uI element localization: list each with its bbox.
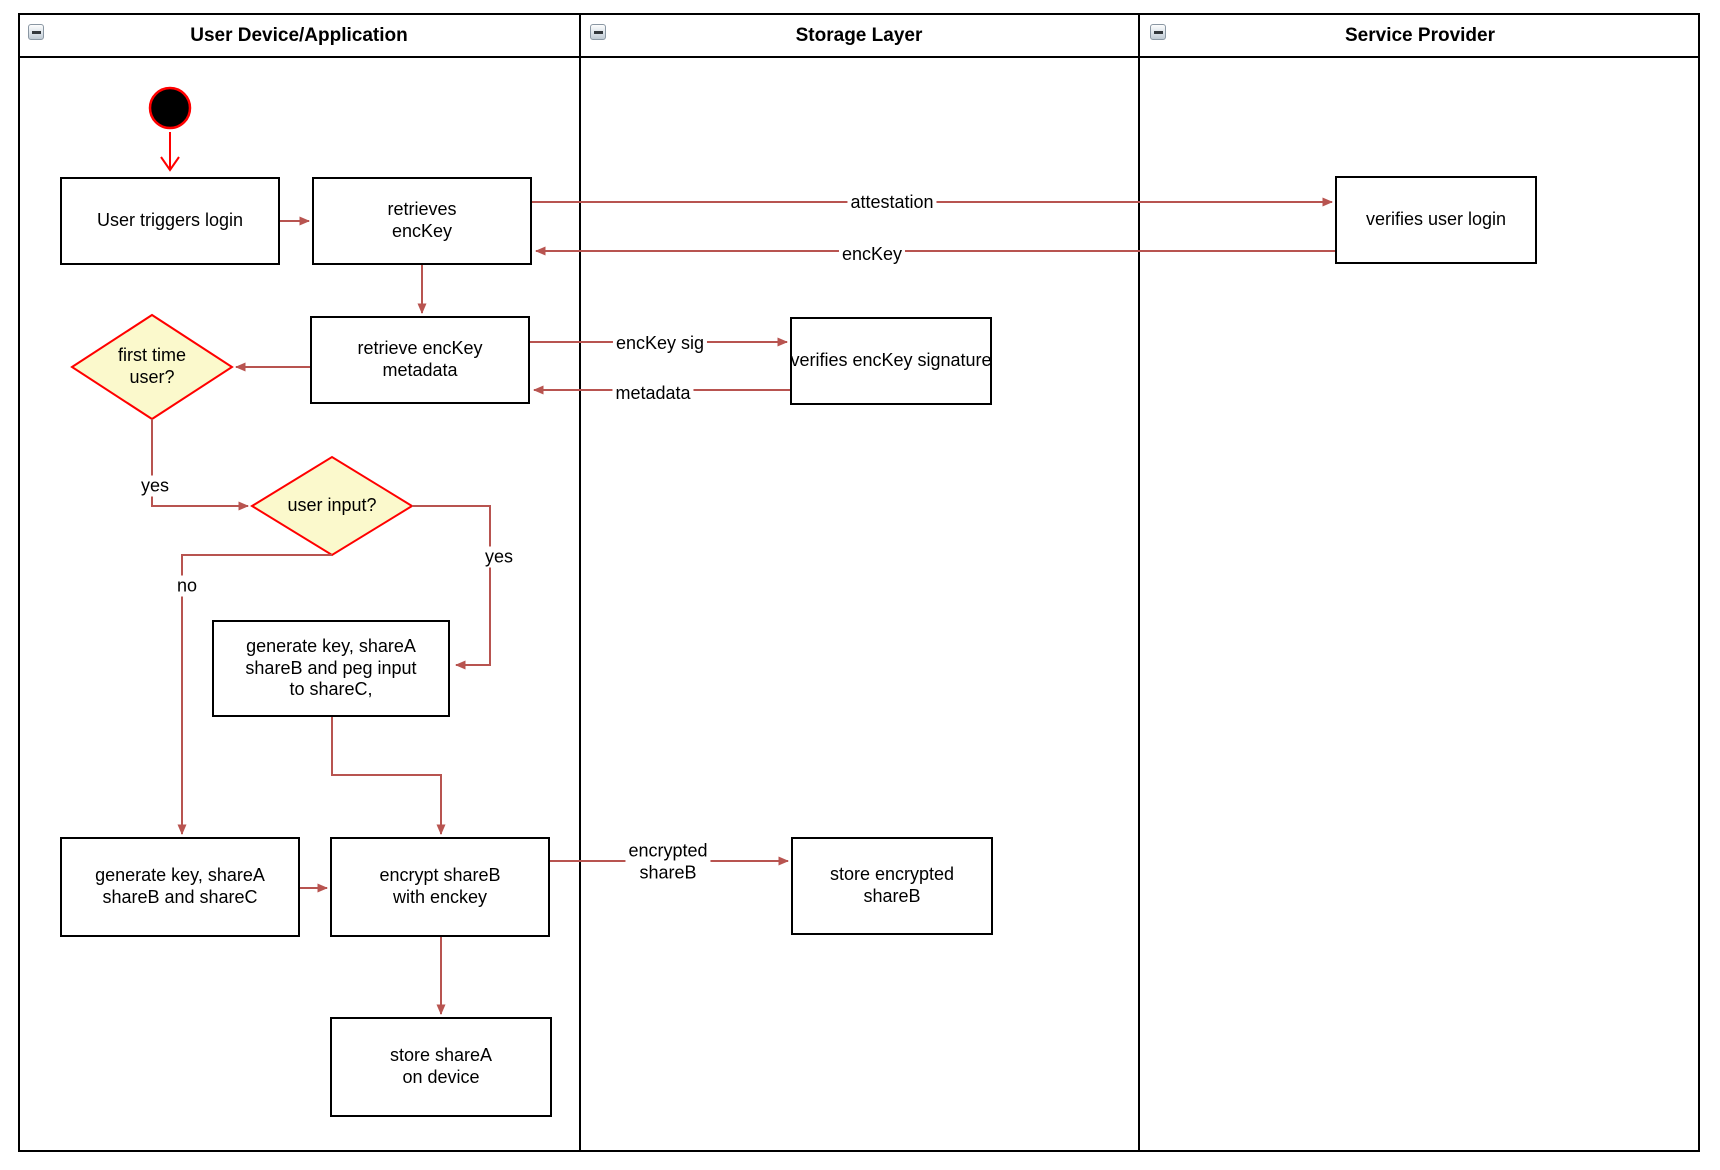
edge-label-enckey-sig[interactable]: encKey sig xyxy=(612,333,708,355)
edge-label-encrypted-shareb[interactable]: encrypted shareB xyxy=(625,840,711,884)
node-store-sharea[interactable]: store shareA on device xyxy=(330,1017,552,1117)
node-verifies-enckey-signature[interactable]: verifies encKey signature xyxy=(790,317,992,405)
lane-divider-1 xyxy=(579,13,581,1152)
decision-label-user-input[interactable]: user input? xyxy=(287,495,377,516)
lane-header-underline xyxy=(18,56,1700,58)
edge-label-attestation[interactable]: attestation xyxy=(847,192,937,214)
guard-label-no-user-input[interactable]: no xyxy=(174,575,200,597)
edge-label-metadata[interactable]: metadata xyxy=(612,383,694,405)
lane-header-user-device[interactable]: User Device/Application xyxy=(18,13,580,58)
lane-title-service-provider: Service Provider xyxy=(1345,24,1495,46)
start-state-circle[interactable] xyxy=(148,86,192,130)
edge-label-enckey[interactable]: encKey xyxy=(838,244,906,266)
decision-first-time-user[interactable] xyxy=(70,313,234,421)
guard-label-yes-first-time[interactable]: yes xyxy=(138,475,172,497)
collapse-icon[interactable] xyxy=(1150,24,1166,40)
start-arrowhead xyxy=(160,156,180,172)
node-verifies-user-login[interactable]: verifies user login xyxy=(1335,176,1537,264)
node-generate-key-peg[interactable]: generate key, shareA shareB and peg inpu… xyxy=(212,620,450,717)
minus-glyph xyxy=(593,30,603,34)
guard-label-yes-user-input[interactable]: yes xyxy=(482,546,516,568)
node-generate-key-shares[interactable]: generate key, shareA shareB and shareC xyxy=(60,837,300,937)
collapse-icon[interactable] xyxy=(590,24,606,40)
lane-divider-2 xyxy=(1138,13,1140,1152)
lane-header-storage-layer[interactable]: Storage Layer xyxy=(580,13,1138,58)
edge-peg-to-encrypt xyxy=(331,717,446,835)
edge-yes-to-user-input xyxy=(151,419,249,511)
node-store-encrypted-shareb[interactable]: store encrypted shareB xyxy=(791,837,993,935)
minus-glyph xyxy=(1153,30,1163,34)
node-user-triggers-login[interactable]: User triggers login xyxy=(60,177,280,265)
node-retrieves-enckey[interactable]: retrieves encKey xyxy=(312,177,532,265)
minus-glyph xyxy=(31,30,41,34)
edge-yes-to-generate-peg xyxy=(412,505,491,670)
lane-title-storage-layer: Storage Layer xyxy=(795,24,923,46)
edge-no-to-generate xyxy=(177,554,332,835)
collapse-icon[interactable] xyxy=(28,24,44,40)
lane-header-service-provider[interactable]: Service Provider xyxy=(1140,13,1700,58)
node-encrypt-shareb[interactable]: encrypt shareB with enckey xyxy=(330,837,550,937)
node-retrieve-enckey-metadata[interactable]: retrieve encKey metadata xyxy=(310,316,530,404)
decision-label-first-time-user[interactable]: first time user? xyxy=(117,345,187,387)
lane-title-user-device: User Device/Application xyxy=(190,24,408,46)
